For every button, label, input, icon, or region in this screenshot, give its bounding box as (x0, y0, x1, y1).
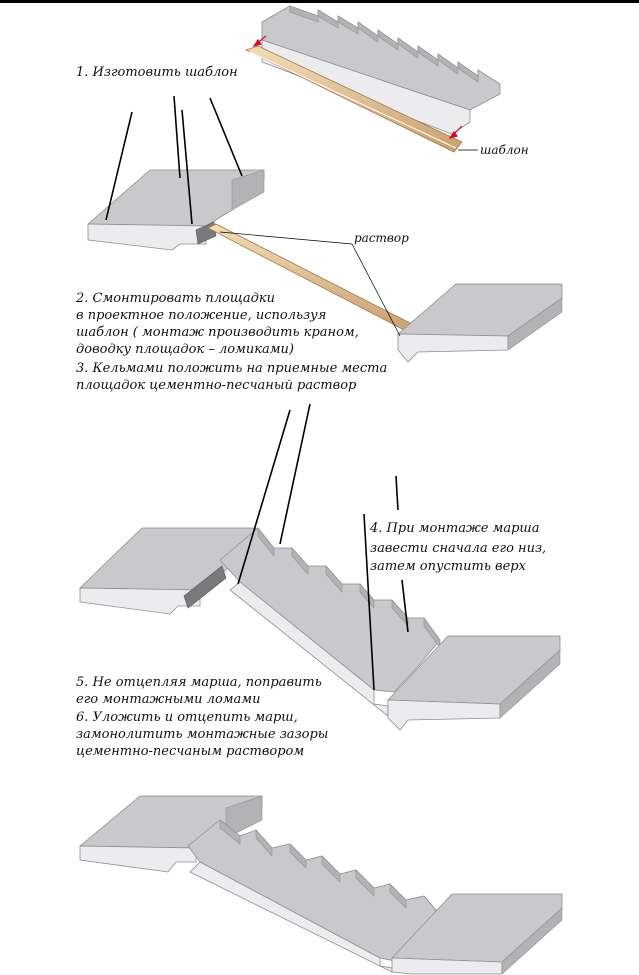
flight-step4 (219, 527, 441, 717)
marker-arrows (252, 35, 463, 140)
flight-step6 (187, 819, 437, 973)
landing-right-step4 (387, 635, 561, 731)
mortar-leaders (219, 231, 401, 337)
caption-step4-line1: 4. При монтаже марша (370, 521, 540, 536)
caption-step4-line3: затем опустить верх (370, 559, 526, 574)
caption-step2-line3: шаблон ( монтаж производить краном, (76, 325, 359, 340)
landing-left-step4 (79, 527, 257, 615)
caption-step3-line2: площадок цементно-песчаный раствор (76, 378, 357, 393)
caption-step2-line4: доводку площадок – ломиками) (76, 342, 294, 357)
pointer-lines-mid (237, 403, 409, 691)
landing-right-step6 (391, 893, 563, 975)
caption-step4-line2: завести сначала его низ, (370, 541, 547, 556)
caption-step6-line2: замонолитить монтажные зазоры (76, 727, 329, 742)
landing-right-step2 (396, 283, 563, 363)
label-template: шаблон (480, 143, 529, 157)
caption-step5-line1: 5. Не отцепляя марша, поправить (76, 675, 322, 690)
caption-step1: 1. Изготовить шаблон (76, 65, 238, 80)
caption-step2-line1: 2. Смонтировать площадки (76, 291, 275, 306)
flight-step1 (244, 5, 501, 153)
caption-step2-line2: в проектное положение, используя (76, 308, 327, 323)
landing-left-step2 (86, 169, 265, 251)
caption-step3-line1: 3. Кельмами положить на приемные места (76, 361, 388, 376)
flight-step1-side (261, 39, 471, 135)
top-rule (0, 0, 639, 3)
label-mortar: раствор (354, 231, 409, 245)
caption-step6-line1: 6. Уложить и отцепить марш, (76, 710, 298, 725)
caption-step6-line3: цементно-песчаным раствором (76, 744, 305, 759)
pointer-lines-top (105, 95, 243, 225)
caption-step5-line2: его монтажными ломами (76, 692, 261, 707)
